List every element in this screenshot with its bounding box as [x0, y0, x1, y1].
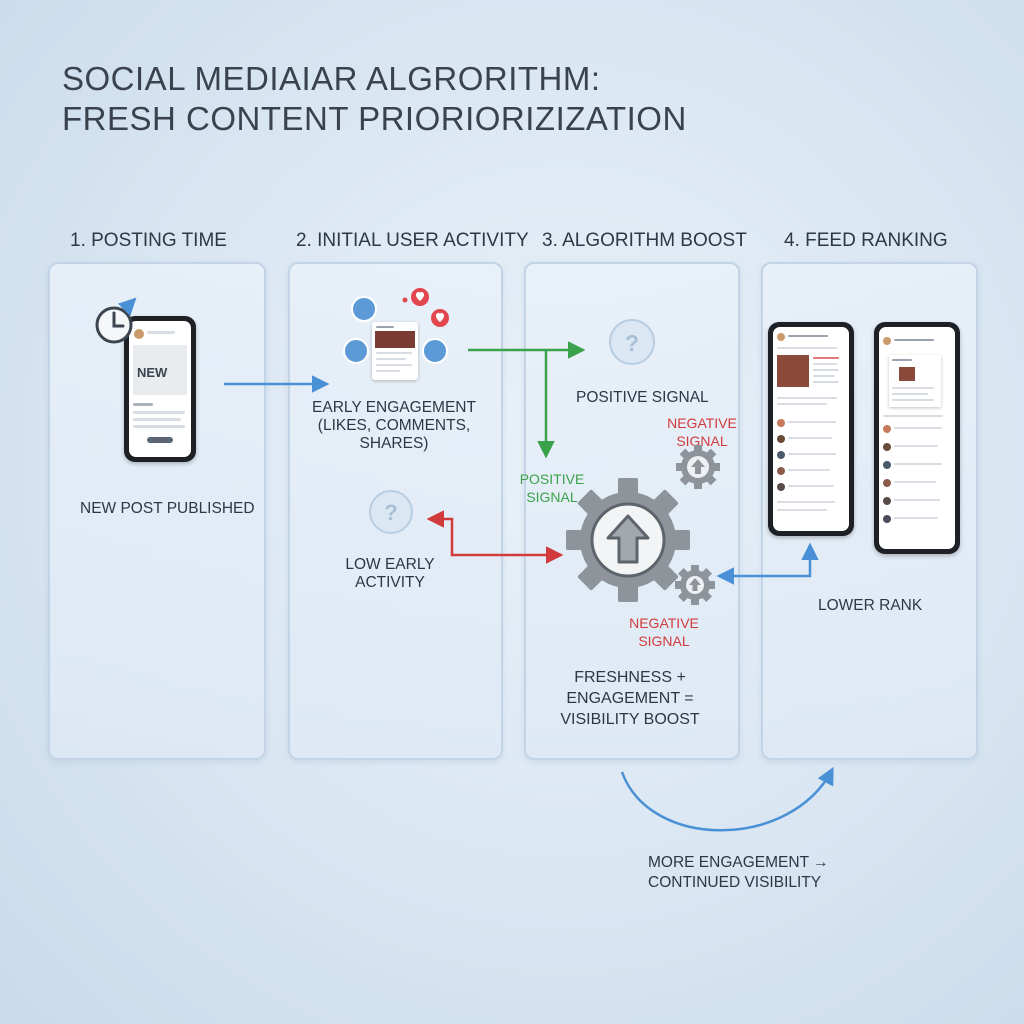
negative-signal-bottom-line-2: SIGNAL	[638, 633, 690, 649]
early-engagement-line-3: SHARES)	[359, 435, 429, 452]
negative-signal-top-line-1: NEGATIVE	[667, 415, 737, 431]
early-engagement-label: EARLY ENGAGEMENT (LIKES, COMMENTS, SHARE…	[294, 399, 494, 453]
negative-signal-top-label: NEGATIVE SIGNAL	[664, 414, 740, 450]
lower-rank-label: LOWER RANK	[818, 597, 923, 614]
svg-text:?: ?	[625, 330, 639, 356]
question-icon-low-activity: ?	[369, 490, 413, 534]
title-line-2: FRESH CONTENT PRIORIORIZIZATION	[62, 100, 687, 137]
positive-signal-top-label: POSITIVE SIGNAL	[576, 389, 709, 406]
heart-icon	[411, 288, 429, 306]
arrow-continued-visibility	[620, 766, 834, 832]
positive-signal-left-line-2: SIGNAL	[526, 489, 578, 505]
low-activity-line-2: ACTIVITY	[355, 574, 425, 591]
formula-line-2: ENGAGEMENT =	[566, 690, 694, 707]
small-gear-icon-bottom	[675, 565, 715, 605]
step-4-heading: 4. FEED RANKING	[784, 230, 948, 251]
negative-signal-bottom-line-1: NEGATIVE	[629, 615, 699, 631]
low-activity-line-1: LOW EARLY	[345, 556, 435, 573]
arrow-positive-down	[468, 348, 555, 459]
early-engagement-line-2: (LIKES, COMMENTS,	[317, 417, 471, 434]
positive-signal-left-line-1: POSITIVE	[519, 471, 585, 487]
gear-icon	[566, 478, 690, 602]
step-1-heading: 1. POSTING TIME	[70, 230, 227, 251]
positive-signal-left-label: POSITIVE SIGNAL	[514, 470, 590, 506]
small-heart-dot	[402, 297, 408, 303]
question-icon-positive: ?	[609, 319, 655, 365]
arrow-gear-to-feed	[716, 542, 819, 585]
footer-line-1: MORE ENGAGEMENT →	[648, 854, 829, 871]
negative-signal-top-line-2: SIGNAL	[676, 433, 728, 449]
heart-icon-2	[431, 309, 449, 327]
user-avatar-2	[343, 338, 369, 364]
low-early-activity-label: LOW EARLY ACTIVITY	[294, 556, 486, 592]
step-2-heading: 2. INITIAL USER ACTIVITY	[296, 230, 529, 251]
clock-icon	[95, 297, 137, 344]
early-engagement-line-1: EARLY ENGAGEMENT	[312, 399, 476, 416]
new-badge: NEW	[137, 365, 168, 380]
small-gear-icon-top	[676, 445, 720, 489]
engagement-post-card	[372, 322, 418, 380]
formula-line-1: FRESHNESS +	[574, 669, 686, 686]
footer-label: MORE ENGAGEMENT → CONTINUED VISIBILITY	[648, 853, 829, 893]
arrow-low-activity-gear	[426, 510, 564, 564]
feed-phone-2	[874, 322, 960, 554]
up-arrow-icon	[606, 514, 650, 564]
new-post-phone: NEW	[124, 316, 196, 462]
svg-text:?: ?	[384, 500, 397, 525]
footer-line-2: CONTINUED VISIBILITY	[648, 874, 822, 891]
freshness-formula-label: FRESHNESS + ENGAGEMENT = VISIBILITY BOOS…	[534, 667, 726, 730]
step-3-heading: 3. ALGORITHM BOOST	[542, 230, 747, 251]
title-line-1: SOCIAL MEDIAIAR ALGRORITHM:	[62, 60, 601, 97]
negative-signal-bottom-label: NEGATIVE SIGNAL	[626, 614, 702, 650]
feed-phone-1	[768, 322, 854, 536]
formula-line-3: VISIBILITY BOOST	[560, 711, 700, 728]
new-post-published-label: NEW POST PUBLISHED	[80, 500, 255, 517]
user-avatar-3	[422, 338, 448, 364]
user-avatar-1	[351, 296, 377, 322]
